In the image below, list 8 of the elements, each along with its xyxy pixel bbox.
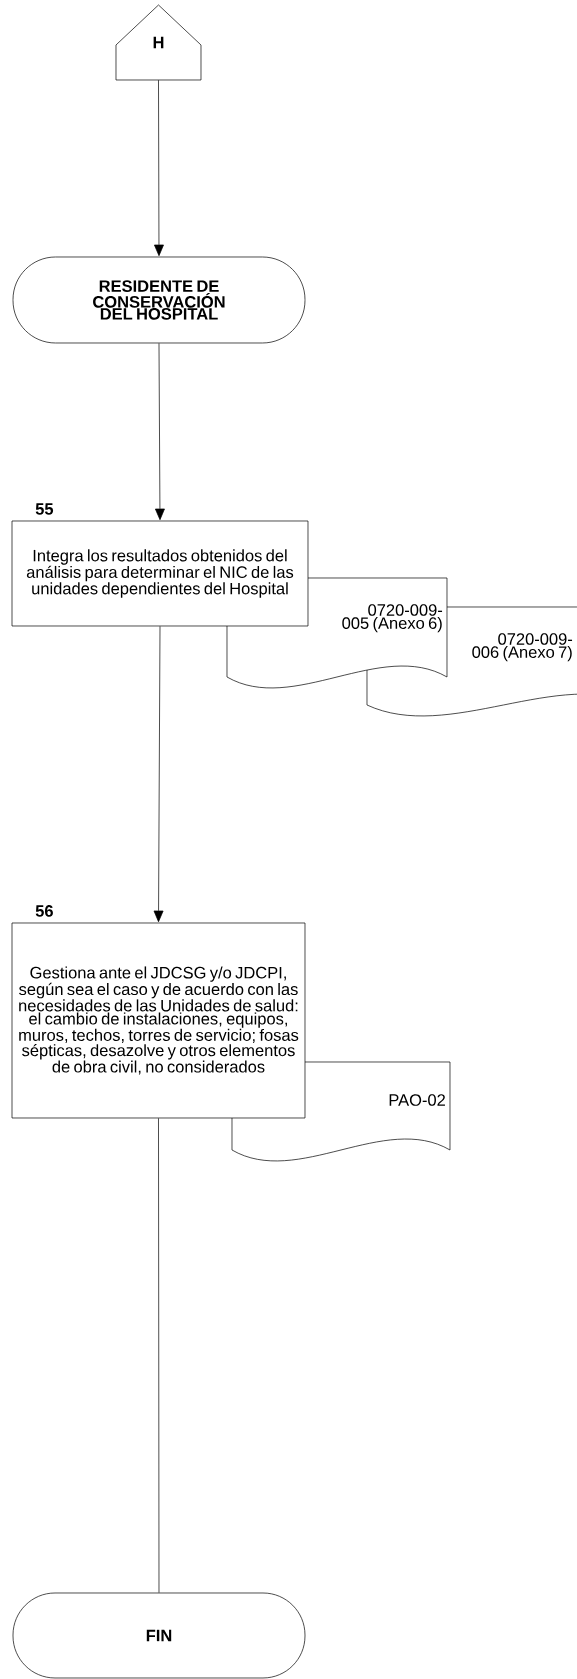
process-box: Integra los resultados obtenidos del análisis para determinar el NIC de las unidades dependientes del Hospital bbox=[11, 520, 309, 627]
process-box: Gestiona ante el JDCSG y/o JDCPI, según sea el caso y de acuerdo con las necesidades de las Unidades de salud: el cambio de instalaciones, equipos, muros, techos, torres de servicio; fosas sépticas, desazolve y otros elementos de obra civil, no considerados bbox=[11, 922, 306, 1119]
arrow bbox=[153, 626, 164, 923]
arrow bbox=[155, 343, 165, 521]
off-page-connector: H bbox=[115, 4, 202, 81]
arrow bbox=[154, 79, 164, 257]
step-number: 55 bbox=[35, 503, 54, 515]
step-number: 56 bbox=[35, 905, 53, 917]
